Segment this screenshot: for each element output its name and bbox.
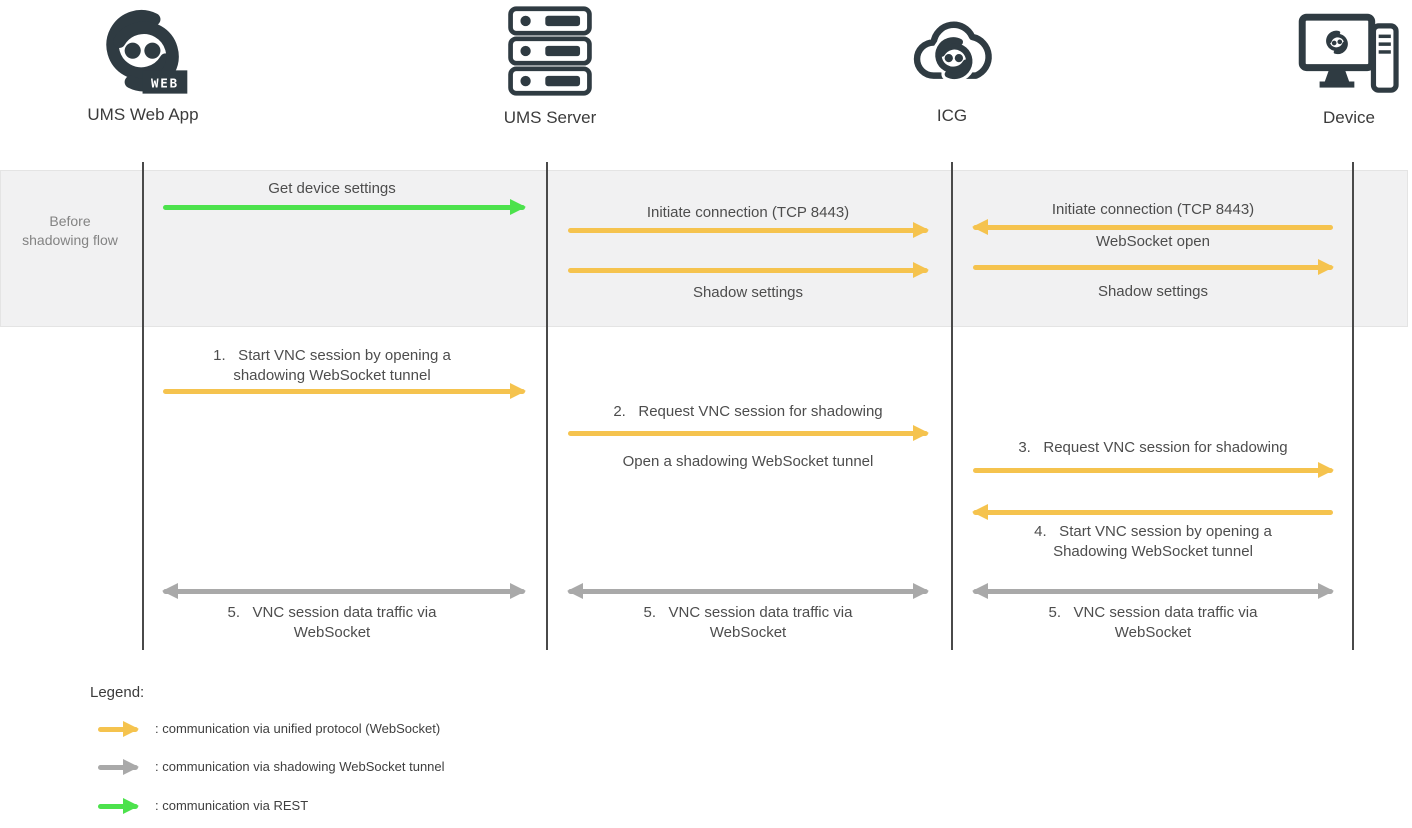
message-label: Get device settings [268,180,396,197]
legend-title: Legend: [90,684,145,701]
message-label: 5. VNC session data traffic via WebSocke… [227,604,437,641]
legend-arrow-rest [98,798,139,814]
actor-label-icg: ICG [936,106,968,125]
message-label: 1. Start VNC session by opening a shadow… [213,347,451,384]
message-label: Initiate connection (TCP 8443) [1051,201,1255,218]
arrow-initiate-connection-server-icg [568,222,929,238]
arrow-step5-webapp-server [162,583,526,599]
arrow-initiate-connection-device-icg [972,219,1333,235]
actor-label-ums-web-app: UMS Web App [87,105,199,124]
message-label: Shadow settings [1097,283,1209,300]
icg-cloud-icon [913,21,992,94]
lifeline-device [1352,162,1354,650]
message-label: Open a shadowing WebSocket tunnel [622,453,874,470]
lifeline-ums-web-app [142,162,144,650]
arrow-shadow-settings-icg-device [973,259,1334,275]
lifeline-ums-server [546,162,548,650]
arrow-step2 [568,425,929,441]
legend-item-label: : communication via shadowing WebSocket … [155,759,445,774]
arrow-get-device-settings [163,199,526,215]
message-label: Shadow settings [692,284,804,301]
phase-band-label: Before shadowing flow [22,213,118,248]
lifeline-icg [951,162,953,650]
message-label: 3. Request VNC session for shadowing [1018,439,1288,456]
ums-web-app-logo-icon: WEB [96,4,188,94]
phase-band [0,170,1408,327]
legend-arrow-tunnel [98,759,139,775]
web-badge [142,70,188,94]
message-label: 5. VNC session data traffic via WebSocke… [1048,604,1258,641]
arrow-shadow-settings-server-icg [568,262,929,278]
arrow-step1 [163,383,526,399]
legend-item-label: : communication via unified protocol (We… [155,721,441,736]
device-monitor-icon [1298,13,1399,93]
actor-label-device: Device [1323,108,1375,127]
legend-arrow-unified [98,721,139,737]
message-label: 4. Start VNC session by opening a Shadow… [1034,523,1272,560]
message-label: 2. Request VNC session for shadowing [613,403,883,420]
arrow-step5-server-icg [567,583,929,599]
legend-item-label: : communication via REST [155,798,309,813]
arrow-step4 [972,504,1333,520]
message-label: 5. VNC session data traffic via WebSocke… [643,604,853,641]
actor-label-ums-server: UMS Server [503,108,597,127]
message-label: WebSocket open [1096,233,1210,250]
message-label: Initiate connection (TCP 8443) [646,204,850,221]
server-stack-icon [508,6,592,96]
arrow-step3 [973,462,1334,478]
svg-text:WEB: WEB [151,75,179,90]
arrow-step5-icg-device [972,583,1334,599]
